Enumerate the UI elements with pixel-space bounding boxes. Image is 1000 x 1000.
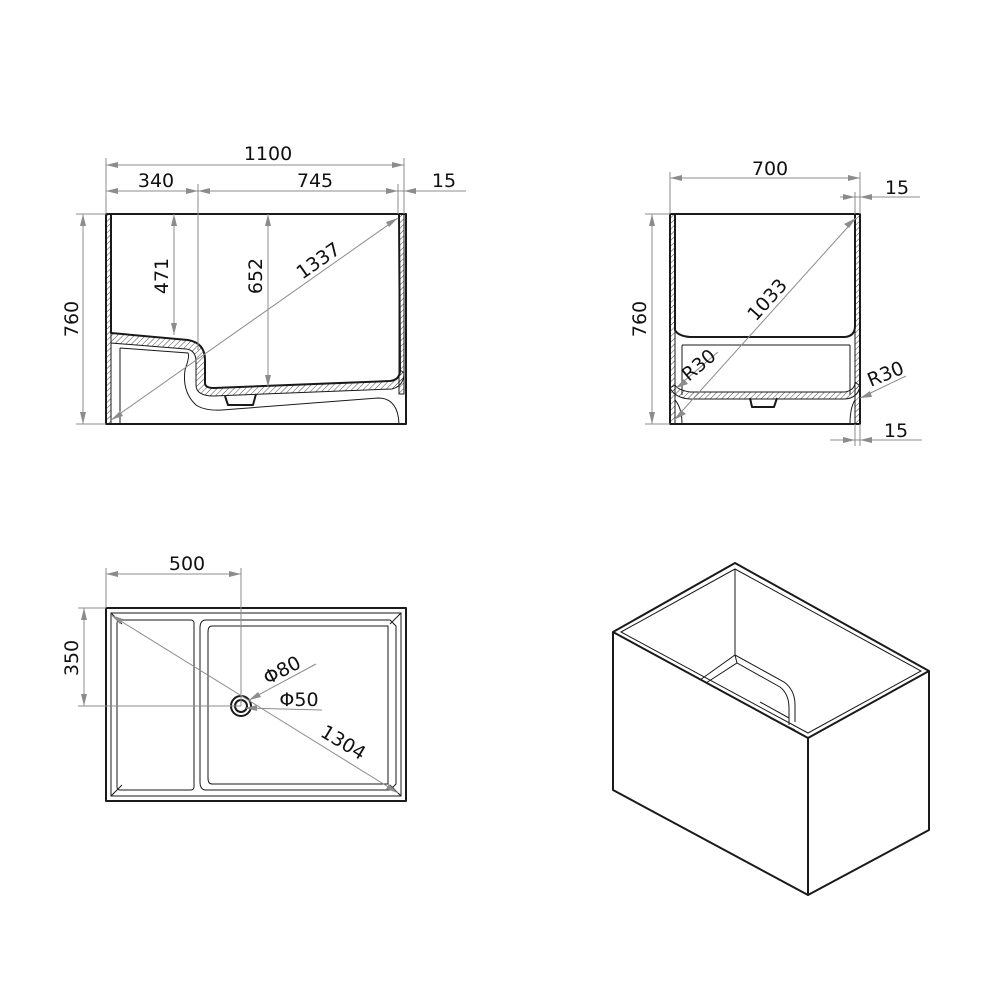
iso-right-face [807, 670, 930, 896]
side-mid-line [681, 344, 851, 395]
front-width-basin-label: 745 [297, 170, 333, 192]
front-width-step-label: 340 [138, 170, 174, 192]
front-view: 1100 340 745 15 760 471 652 1337 [61, 143, 466, 425]
front-basin-profile [110, 213, 401, 389]
front-basin-floor [110, 332, 405, 397]
top-step-area [116, 619, 195, 791]
side-height-label: 760 [629, 301, 651, 337]
side-view: 700 15 760 1033 R30 R30 15 [629, 158, 922, 446]
top-drain-offset-y-label: 350 [61, 640, 83, 676]
side-lower-flare [674, 399, 856, 425]
front-wall-label: 15 [432, 170, 456, 192]
side-diagonal-label: 1033 [743, 275, 792, 326]
top-inner-rim [110, 612, 402, 797]
side-width-label: 700 [752, 158, 788, 180]
top-basin-area [199, 619, 397, 791]
front-diagonal-label: 1337 [292, 238, 344, 284]
front-depth-basin-label: 652 [245, 258, 267, 294]
side-wall-bottom-label: 15 [884, 420, 908, 442]
front-height-label: 760 [61, 301, 83, 337]
top-drain-outer-label: Φ80 [260, 652, 305, 690]
isometric-view [612, 562, 930, 896]
top-drain-inner-label: Φ50 [279, 689, 318, 711]
iso-inner-rim [619, 568, 923, 734]
iso-front-face [612, 631, 809, 896]
top-drain-offset-x-label: 500 [169, 553, 205, 575]
side-radius-right-label: R30 [864, 357, 907, 391]
front-drain [224, 393, 257, 406]
iso-step [699, 654, 796, 725]
iso-top-rim [612, 562, 930, 672]
iso-step-floor [759, 701, 796, 731]
top-outer-body [105, 607, 407, 802]
side-basin-profile [674, 214, 856, 338]
front-depth-step-label: 471 [151, 258, 173, 294]
top-basin-inner [207, 625, 389, 785]
side-basin-floor [669, 380, 861, 400]
side-drain [749, 397, 778, 408]
side-wall-top-label: 15 [885, 177, 909, 199]
top-diagonal-label: 1304 [317, 721, 370, 765]
top-view: 500 350 Φ80 Φ50 1304 [61, 553, 407, 802]
front-width-total-label: 1100 [244, 143, 292, 165]
